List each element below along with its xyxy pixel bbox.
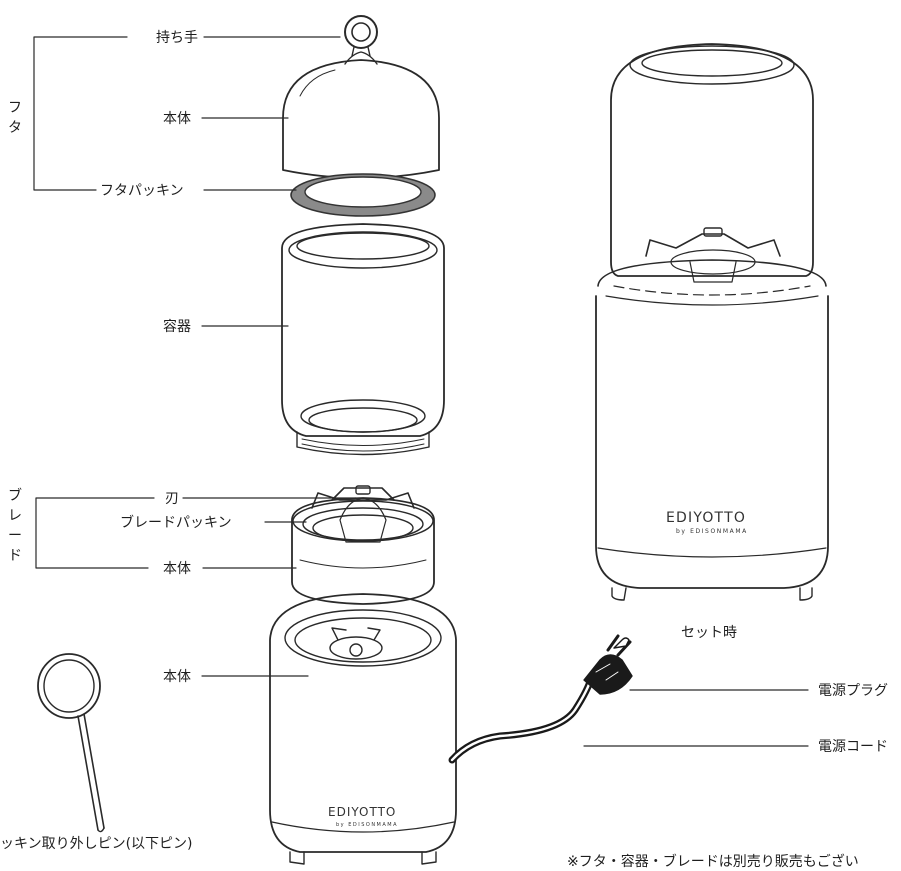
label-main-body: 本体 xyxy=(163,669,191,685)
logo-right: EDIYOTTO xyxy=(666,510,746,526)
assembled-unit xyxy=(595,43,829,601)
container xyxy=(281,223,445,456)
label-set-state: セット時 xyxy=(681,625,737,641)
logo-right-sub: by EDISONMAMA xyxy=(676,528,748,535)
group-label-blade: ブレード xyxy=(8,487,22,564)
pin-tool xyxy=(37,653,105,833)
label-power-cord: 電源コード xyxy=(818,739,888,755)
label-blade-packing: ブレードパッキン xyxy=(120,514,232,531)
leader-lines-left xyxy=(33,36,809,747)
lid-body xyxy=(282,59,440,179)
label-container: 容器 xyxy=(163,318,191,335)
logo-left: EDIYOTTO xyxy=(328,805,396,819)
label-power-plug: 電源プラグ xyxy=(818,683,888,699)
note-text: ※フタ・容器・ブレードは別売り販売もござい xyxy=(567,853,859,870)
label-handle: 持ち手 xyxy=(156,30,198,46)
logo-left-sub: by EDISONMAMA xyxy=(336,822,398,828)
blade-assembly xyxy=(291,485,435,605)
group-blade-char: ブレード xyxy=(8,487,22,564)
lid-packing xyxy=(290,173,436,217)
main-body xyxy=(269,593,457,865)
label-pin: ッキン取り外しピン(以下ピン) xyxy=(0,836,193,852)
group-lid-char: フタ xyxy=(8,100,22,136)
label-lid-body: 本体 xyxy=(163,111,191,127)
group-label-lid: フタ xyxy=(8,100,22,136)
lid-handle xyxy=(344,15,378,65)
label-blade-body: 本体 xyxy=(163,561,191,577)
label-lid-packing: フタパッキン xyxy=(100,183,184,199)
label-blade-edge: 刃 xyxy=(165,491,179,507)
power-cord xyxy=(448,672,596,764)
power-plug xyxy=(583,634,633,695)
